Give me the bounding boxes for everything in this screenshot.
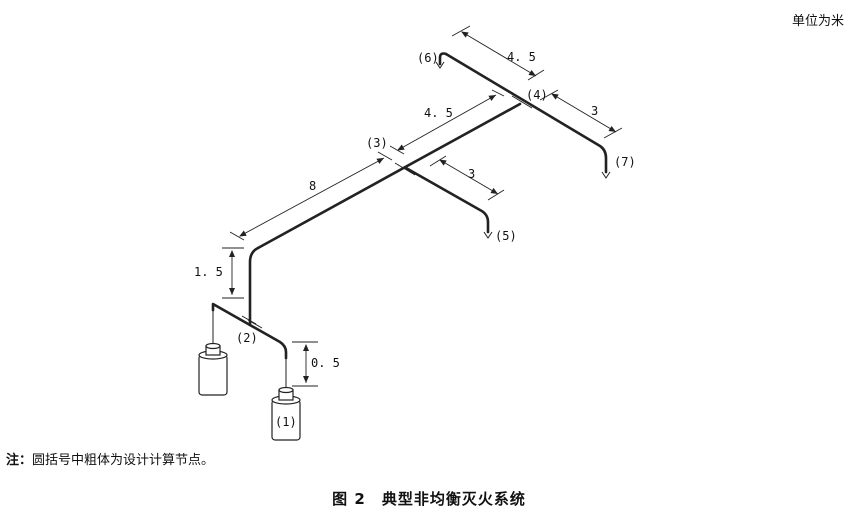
nozzle-7-icon <box>601 171 611 179</box>
dim-label-3-lower: 3 <box>468 167 475 181</box>
cylinder-right <box>271 358 301 441</box>
branch-pipe-5 <box>404 166 490 234</box>
unit-label: 单位为米 <box>791 14 844 29</box>
node-label-1: (1) <box>275 415 297 429</box>
dim-label-0-5: 0. 5 <box>311 356 340 370</box>
riser-pipe <box>248 246 260 327</box>
dim-label-1-5: 1. 5 <box>194 265 223 279</box>
node-label-5: (5) <box>495 229 517 243</box>
node-label-4: (4) <box>526 88 548 102</box>
cylinder-left <box>198 310 228 396</box>
nozzle-5-icon <box>483 231 493 239</box>
dim-label-4-5-main: 4. 5 <box>424 106 453 120</box>
dim-label-3-right: 3 <box>591 104 598 118</box>
footnote-prefix: 注： <box>6 453 33 468</box>
main-pipe <box>256 102 522 250</box>
dim-label-4-5-branch: 4. 5 <box>507 50 536 64</box>
footnote-text: 圆括号中粗体为设计计算节点。 <box>32 453 215 468</box>
dim-label-8: 8 <box>309 179 316 193</box>
manifold-pipe <box>211 302 288 360</box>
node-label-6: (6) <box>417 51 439 65</box>
node-label-7: (7) <box>614 155 636 169</box>
node-label-3: (3) <box>366 136 388 150</box>
figure-title: 图 2 典型非均衡灭火系统 <box>332 490 526 508</box>
footnote: 注：圆括号中粗体为设计计算节点。 <box>6 449 214 468</box>
branch-pipe-6-7 <box>444 52 608 174</box>
node-label-2: (2) <box>236 331 258 345</box>
nozzle-6-icon <box>435 61 445 69</box>
